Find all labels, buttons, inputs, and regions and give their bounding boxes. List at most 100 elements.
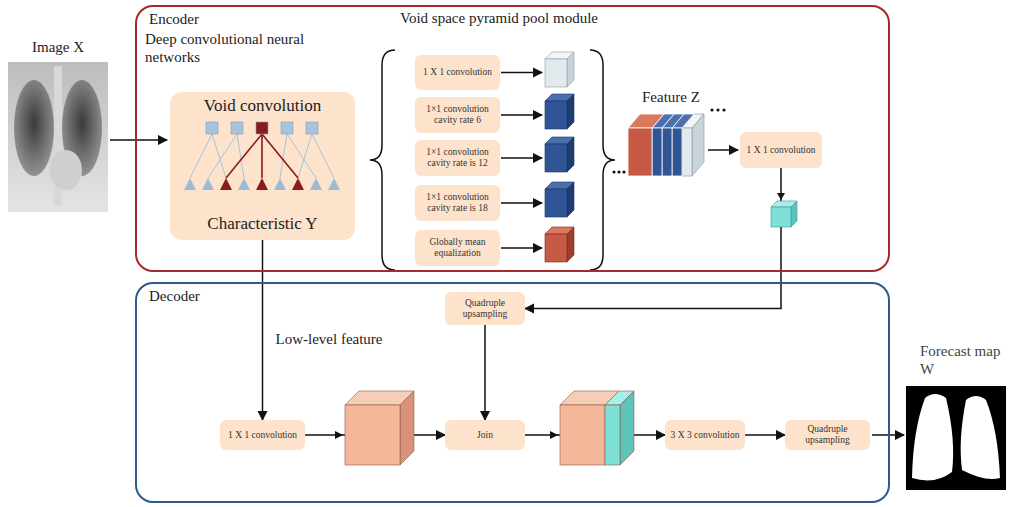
drawing-polygon <box>184 178 196 190</box>
group-frame: DecoderQuadruple upsampling1 X 1 convolu… <box>135 282 890 503</box>
stack-arrow <box>708 149 738 151</box>
box-label: 1 X 1 convolution <box>747 145 816 156</box>
box-label: 1×1 convolution cavity rate is 12 <box>419 147 496 169</box>
drawing-line <box>262 134 298 178</box>
drawing-circle <box>617 170 620 173</box>
drawing-polygon <box>274 178 286 190</box>
drawing-polygon <box>310 178 322 190</box>
drawing-polygon <box>220 178 232 190</box>
drawing-rect <box>560 405 605 465</box>
feature-cuboid <box>545 94 574 129</box>
drawing-polygon <box>567 137 574 172</box>
drawing-rect <box>231 122 243 134</box>
drawing-line <box>298 134 312 178</box>
drawing-polygon <box>791 201 797 227</box>
connector-arrow <box>262 240 264 420</box>
drawing-polygon <box>292 178 304 190</box>
drawing-rect <box>345 405 400 465</box>
ellipsis-dots <box>710 108 725 111</box>
drawing-rect <box>652 128 662 176</box>
xray-lung <box>14 80 54 176</box>
frame-heading: Decoder <box>149 288 200 305</box>
caption-label: Forecast map W <box>920 342 1006 378</box>
kernel-lines <box>190 134 334 178</box>
box-label: 3 X 3 convolution <box>671 430 740 441</box>
drawing-rect <box>672 128 682 176</box>
edge-label: Low-level feature <box>276 330 383 348</box>
frame-heading: Encoder <box>149 11 199 28</box>
process-box: 3 X 3 convolution <box>665 420 745 450</box>
brace <box>590 50 615 270</box>
box-label: Join <box>477 430 493 441</box>
drawing-line <box>312 134 334 178</box>
process-box: 1×1 convolution cavity rate is 12 <box>415 140 500 176</box>
feature-cuboid <box>771 201 797 227</box>
dilated-kernel-lines <box>226 134 298 178</box>
branch-arrow <box>501 114 542 116</box>
branch-arrow <box>501 202 542 204</box>
process-box: 1×1 convolution cavity rate is 18 <box>415 185 500 221</box>
drawing-line <box>280 134 287 178</box>
drawing-rect <box>256 122 268 134</box>
input-cells <box>184 178 340 190</box>
box-label: Globally mean equalization <box>419 237 496 259</box>
mask-lung <box>961 396 1000 479</box>
process-box: 1×1 convolution cavity rate 6 <box>415 97 500 133</box>
drawing-line <box>208 134 237 178</box>
connector-arrow <box>525 168 781 309</box>
drawing-line <box>287 134 316 178</box>
caption-label: Void space pyramid pool module <box>400 9 660 27</box>
drawing-circle <box>622 170 625 173</box>
drawing-circle <box>612 170 615 173</box>
drawing-rect <box>545 234 567 262</box>
drawing-polygon <box>238 178 250 190</box>
feature-cuboid <box>545 227 574 262</box>
process-box: Globally mean equalization <box>415 230 500 266</box>
feature-cuboid <box>545 137 574 172</box>
drawing-rect <box>545 59 567 87</box>
caption-label: Image X <box>32 38 112 56</box>
branch-arrow <box>501 247 542 249</box>
box-label: 1×1 convolution cavity rate 6 <box>419 104 496 126</box>
box-label: 1 X 1 convolution <box>423 67 492 78</box>
drawing-rect <box>662 128 672 176</box>
drawing-line <box>226 134 262 178</box>
drawing-rect <box>281 122 293 134</box>
drawing-rect <box>545 189 567 217</box>
drawing-rect <box>628 128 652 176</box>
feature-stack <box>628 114 704 176</box>
arrow-head <box>777 193 785 200</box>
drawing-circle <box>716 108 719 111</box>
drawing-polygon <box>567 94 574 129</box>
drawing-rect <box>605 405 620 465</box>
xray-image <box>8 62 108 212</box>
box-label: 1×1 convolution cavity rate is 18 <box>419 192 496 214</box>
input-arrow <box>110 139 167 141</box>
drawing-line <box>237 134 244 178</box>
connector-arrow <box>745 434 785 436</box>
drawing-polygon <box>567 182 574 217</box>
drawing-line <box>212 134 226 178</box>
drawing-polygon <box>567 227 574 262</box>
output-arrow <box>872 434 904 436</box>
arrow-head <box>335 431 343 439</box>
drawing-rect <box>771 207 791 227</box>
xray-heart <box>50 150 82 190</box>
drawing-polygon <box>567 52 574 87</box>
drawing-circle <box>710 108 713 111</box>
concat-cuboid <box>560 391 634 465</box>
box-label: 1 X 1 convolution <box>228 430 297 441</box>
process-box: Join <box>445 420 525 450</box>
drawing-polygon <box>202 178 214 190</box>
process-box: Quadruple upsampling <box>785 420 870 450</box>
mask-ground <box>906 386 1006 490</box>
xray-ground <box>8 62 108 212</box>
branch-arrow <box>501 72 542 74</box>
feature-cuboid <box>545 182 574 217</box>
brace <box>370 50 395 270</box>
box-label: Quadruple upsampling <box>789 424 866 446</box>
process-box: 1 X 1 convolution <box>740 132 822 168</box>
drawing-rect <box>545 101 567 129</box>
process-box: Quadruple upsampling <box>445 292 525 325</box>
